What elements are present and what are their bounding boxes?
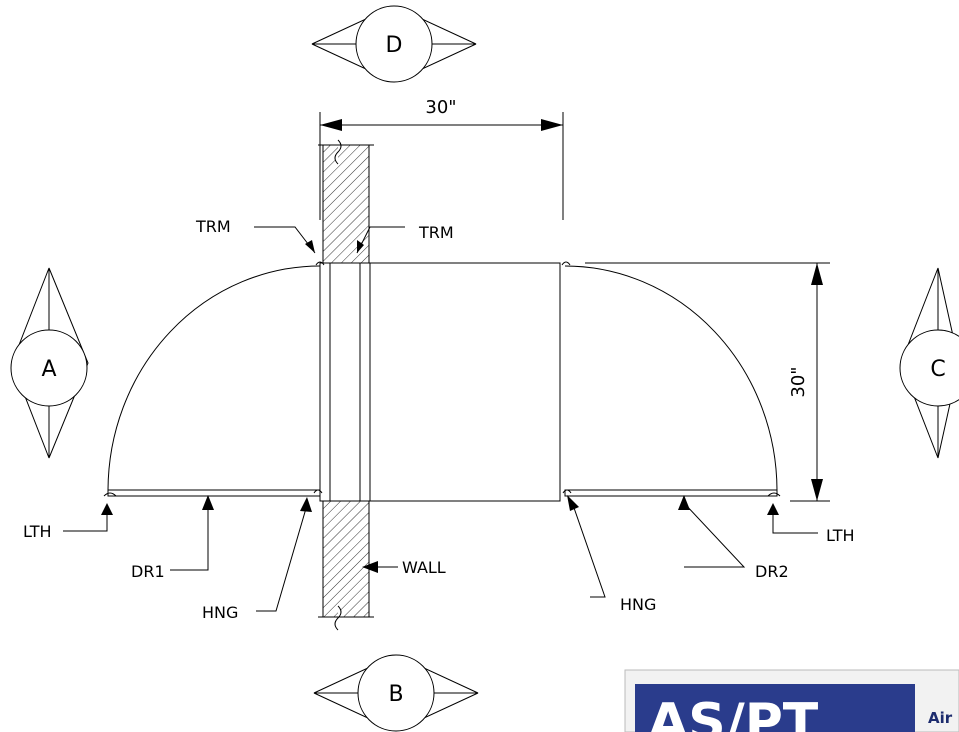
view-label-b: B bbox=[388, 682, 403, 707]
dimension-height: 30" bbox=[585, 262, 830, 502]
view-marker-b: B bbox=[313, 654, 479, 732]
callout-lth-right: LTH bbox=[826, 526, 855, 545]
door-swing-right bbox=[564, 265, 778, 491]
callout-wall: WALL bbox=[402, 558, 446, 577]
hardware-marks bbox=[103, 261, 781, 497]
company-logo: AS/PT Air bbox=[624, 669, 959, 732]
callout-lth-left: LTH bbox=[23, 522, 52, 541]
logo-mark: AS/PT bbox=[648, 693, 819, 732]
callout-hng-right: HNG bbox=[620, 595, 656, 614]
dimension-height-text: 30" bbox=[788, 366, 809, 397]
leader-arrowheads bbox=[101, 240, 779, 573]
callout-trm-left: TRM bbox=[195, 217, 231, 236]
callout-dr2: DR2 bbox=[755, 562, 789, 581]
callout-trm-right: TRM bbox=[418, 223, 454, 242]
door-leaf-left bbox=[107, 489, 321, 497]
leaders bbox=[63, 226, 818, 612]
callout-dr1: DR1 bbox=[131, 562, 165, 581]
door-frame bbox=[319, 262, 561, 502]
door-swing-left bbox=[107, 265, 321, 491]
dimension-width: 30" bbox=[319, 97, 564, 220]
view-label-c: C bbox=[930, 357, 945, 382]
dimension-width-text: 30" bbox=[425, 97, 456, 118]
door-leaf-right bbox=[564, 489, 778, 497]
view-marker-a: A bbox=[10, 267, 89, 459]
view-label-a: A bbox=[41, 357, 56, 382]
logo-word: Air bbox=[928, 709, 953, 727]
callout-hng-left: HNG bbox=[202, 603, 238, 622]
view-label-d: D bbox=[386, 33, 403, 58]
view-marker-c: C bbox=[899, 267, 959, 459]
view-marker-d: D bbox=[311, 5, 477, 83]
